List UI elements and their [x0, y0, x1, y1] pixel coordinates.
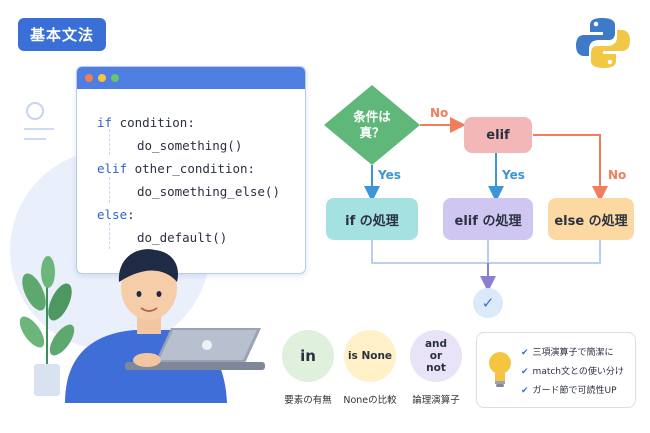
operator-logical-circle: and or not [410, 330, 462, 382]
tip-item: ✔三項演算子で簡潔に [521, 345, 614, 358]
maximize-dot-icon[interactable] [111, 74, 119, 82]
tip-text: match文との使い分け [532, 367, 624, 377]
indent-guide [109, 129, 110, 155]
section-title-tag: 基本文法 [18, 18, 107, 51]
code-line: do_something() [137, 138, 242, 153]
edge-label-yes: Yes [378, 168, 401, 182]
tip-item: ✔ガード節で可読性UP [521, 383, 617, 396]
code-line: else: [97, 207, 135, 222]
edge-label-no: No [608, 168, 627, 182]
end-check-icon: ✓ [473, 288, 503, 318]
operator-caption: Noneの比較 [343, 395, 397, 406]
operator-caption: 要素の有無 [284, 395, 332, 406]
decision-diamond-shape [324, 85, 420, 165]
check-icon: ✔ [521, 367, 529, 377]
plant-illustration [19, 256, 75, 396]
decorative-line [24, 128, 54, 130]
code-line: do_something_else() [137, 184, 280, 199]
code-keyword: if [97, 115, 113, 130]
elif-process-node: elif の処理 [443, 198, 533, 240]
code-text: : [127, 207, 135, 222]
window-title-bar [77, 67, 305, 89]
operator-caption: 論理演算子 [412, 395, 460, 406]
code-text: do_something() [137, 138, 243, 153]
python-logo-icon [576, 18, 630, 68]
close-dot-icon[interactable] [85, 74, 93, 82]
check-icon: ✔ [521, 386, 529, 396]
code-text: condition: [112, 115, 195, 130]
check-icon: ✔ [521, 348, 529, 358]
tips-panel: ✔三項演算子で簡潔に ✔match文との使い分け ✔ガード節で可読性UP [476, 332, 636, 408]
code-text: other_condition: [127, 161, 256, 176]
lightbulb-icon [489, 352, 511, 387]
operator-in-circle: in [282, 330, 334, 382]
else-process-node: else の処理 [548, 198, 634, 240]
code-text: do_something_else() [137, 184, 280, 199]
indent-guide [109, 177, 110, 203]
person-with-laptop-illustration [65, 249, 265, 403]
edge-label-yes: Yes [502, 168, 525, 182]
code-line: elif other_condition: [97, 161, 255, 176]
code-text: do_default() [137, 230, 228, 245]
code-line: if condition: [97, 115, 195, 130]
minimize-dot-icon[interactable] [98, 74, 106, 82]
edge-label-no: No [430, 106, 449, 120]
elif-node: elif [464, 117, 532, 153]
code-line: do_default() [137, 230, 227, 245]
tip-text: 三項演算子で簡潔に [532, 348, 614, 358]
if-process-node: if の処理 [326, 198, 418, 240]
tip-item: ✔match文との使い分け [521, 364, 624, 377]
decision-label: 条件は 真？ [353, 109, 391, 140]
decorative-ring [26, 102, 44, 120]
decorative-line [24, 138, 46, 140]
indent-guide [109, 223, 110, 249]
code-keyword: else [97, 207, 128, 222]
code-editor-window: if condition: do_something() elif other_… [76, 66, 306, 274]
code-keyword: elif [97, 161, 128, 176]
operator-is-none-circle: is None [344, 330, 396, 382]
tip-text: ガード節で可読性UP [532, 386, 617, 396]
